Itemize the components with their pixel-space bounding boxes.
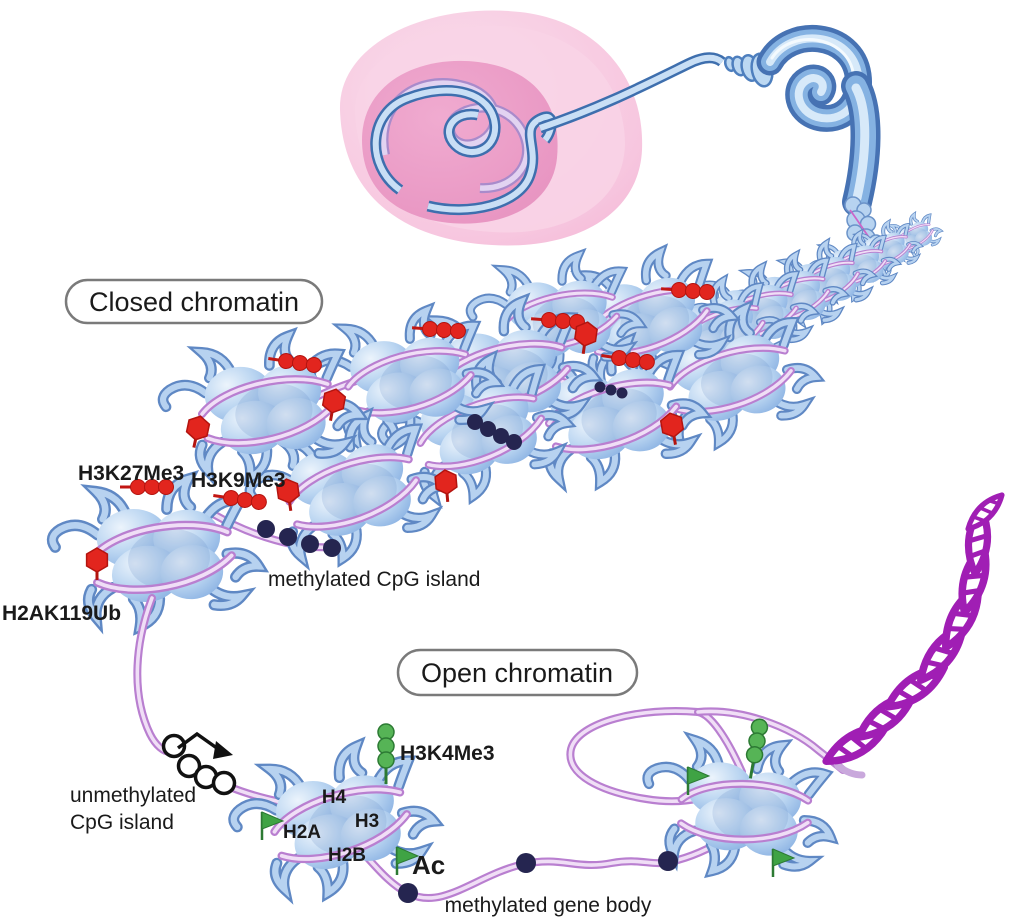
closed-chromatin-region (48, 207, 946, 633)
chromatin-coil (723, 25, 890, 277)
histone-h3-label: H3 (355, 811, 379, 832)
cpg-open-circles (161, 733, 237, 796)
h3k4me3-label: H3K4Me3 (400, 742, 495, 765)
open-chromatin-label: Open chromatin (421, 658, 613, 688)
histone-h2a-label: H2A (283, 822, 321, 843)
unmethylated-cpg-island-label-line1: unmethylated (70, 784, 196, 807)
ubiquitin-hexagon (85, 546, 109, 582)
unmethylated-cpg-island-label-line2: CpG island (70, 811, 174, 834)
histone-h4-label: H4 (322, 787, 347, 808)
h2ak119ub-label: H2AK119Ub (2, 602, 121, 625)
coil-neck (841, 71, 881, 217)
tss-arrow (176, 731, 233, 759)
gene-body-methyl-dots (398, 851, 678, 903)
histone-h2b-label: H2B (328, 845, 366, 866)
h3k9me3-label: H3K9Me3 (191, 469, 286, 492)
ac-label: Ac (412, 850, 445, 880)
helix-lead-in (834, 762, 866, 779)
methylated-cpg-island-label: methylated CpG island (268, 568, 480, 591)
methylated-gene-body-label: methylated gene body (445, 894, 652, 917)
closed-chromatin-label: Closed chromatin (89, 287, 299, 317)
dna-helix (821, 490, 1007, 779)
open-chromatin-pill: Open chromatin (396, 648, 639, 697)
closed-chromatin-pill: Closed chromatin (64, 278, 324, 325)
coil-swirl (756, 25, 872, 132)
cell (339, 10, 722, 246)
h3k27me3-label: H3K27Me3 (78, 462, 184, 485)
cpg-methyl-dots (257, 381, 628, 557)
